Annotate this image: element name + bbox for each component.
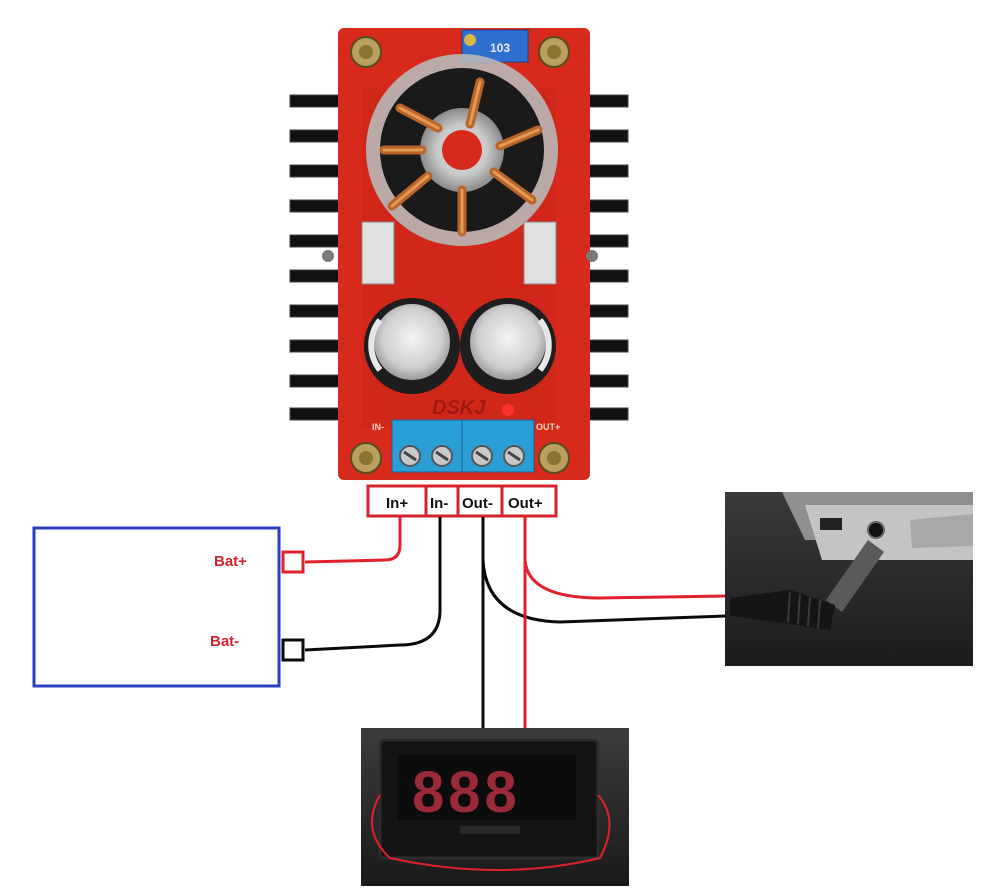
terminal-label-in-plus: In+	[386, 495, 408, 512]
voltmeter-digits: 888	[412, 760, 521, 825]
brand-logo: DSKJ	[432, 397, 486, 419]
battery-positive-terminal	[281, 550, 305, 574]
terminal-label-out-minus: Out-	[462, 495, 493, 512]
trimmer-potentiometer: 103	[461, 29, 529, 63]
toroid-inductor	[366, 54, 558, 246]
terminal-labels: In+ In- Out- Out+	[366, 484, 558, 518]
capacitor-right	[460, 298, 556, 394]
dc-plug-barrel	[826, 540, 884, 612]
battery-negative-terminal	[281, 638, 305, 662]
wire-in-minus	[304, 517, 442, 652]
mosfet-left	[361, 221, 395, 285]
wires	[304, 517, 727, 736]
voltmeter-loop-wire	[371, 794, 611, 871]
laptop-dc-plug-photo	[725, 492, 973, 666]
status-led	[502, 404, 514, 416]
wire-in-plus	[304, 517, 402, 564]
terminal-label-in-minus: In-	[430, 495, 448, 512]
boost-converter-module: 103	[289, 28, 629, 480]
silk-out-label: OUT+	[536, 422, 560, 432]
wire-out-minus-laptop	[481, 517, 727, 624]
voltmeter-photo: 888	[361, 728, 629, 886]
battery-positive-label: Bat+	[214, 553, 247, 570]
mounting-screws	[350, 36, 570, 474]
trimmer-label: 103	[490, 41, 510, 55]
silk-in-label: IN-	[372, 422, 384, 432]
capacitor-left	[364, 298, 460, 394]
screw-terminal-block	[391, 419, 535, 473]
diode-right	[523, 221, 557, 285]
wire-out-plus-laptop	[523, 517, 727, 600]
battery-negative-label: Bat-	[210, 633, 239, 650]
terminal-label-out-plus: Out+	[508, 495, 543, 512]
battery-box: Bat+ Bat-	[32, 526, 305, 688]
